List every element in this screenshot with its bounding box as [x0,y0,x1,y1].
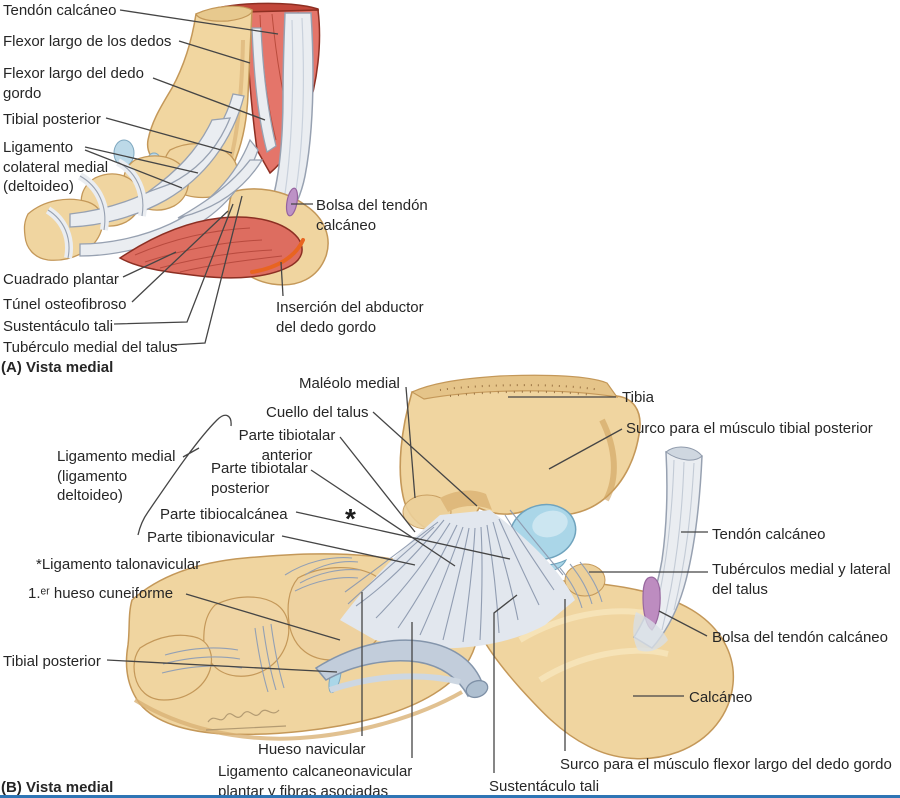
leader-lines [84,9,708,773]
label-cuello-talus: Cuello del talus [266,404,369,421]
label-tibial-posterior-a: Tibial posterior [3,111,101,128]
panel-b-illustration: * [125,374,735,760]
label-flexor-largo-dedos: Flexor largo de los dedos [3,33,172,50]
leader-cuello-talus [372,411,478,507]
bracket-ligamento-medial [137,414,232,536]
leader-tunel-osteofibroso [131,210,229,303]
label-tuberculo-medial: Tubérculo medial del talus [3,339,178,356]
leader-lig-colateral-a2 [84,149,183,189]
leader-tibiotalar-anterior [339,436,416,533]
leader-flexor-dedos-a [178,40,251,64]
leader-sustentaculo-a [113,203,234,325]
leader-flexor-gordo-a [152,77,266,121]
abductor-muscle-a [118,216,303,279]
label-insercion-abductor: Inserción del abductor del dedo gordo [276,299,424,336]
label-tibiotalar-anterior: Parte tibiotalar anterior [238,427,336,464]
label-tibiocalcanea: Parte tibiocalcánea [160,506,288,523]
leader-sustentaculo-b [493,594,518,773]
label-surco-flexor: Surco para el músculo flexor largo del d… [560,756,892,773]
leader-insercion-abductor [280,261,284,297]
label-tibionavicular: Parte tibionavicular [147,529,275,546]
label-ligamento-talonavicular: *Ligamento talonavicular [36,556,201,573]
caption-panel-a: (A) Vista medial [1,359,114,376]
label-ligamento-calcaneonavicular: Ligamento calcaneonavicular plantar y fi… [218,763,413,798]
leader-tibial-posterior-b [106,659,338,673]
label-ligamento-colateral: Ligamento colateral medial (deltoideo) [3,139,109,195]
label-bolsa-tendon-b: Bolsa del tendón calcáneo [712,629,888,646]
label-tibial-posterior-b: Tibial posterior [3,653,101,670]
leader-tendon-calcaneo-a [119,9,279,35]
label-calcaneo: Calcáneo [689,689,753,706]
calcaneal-bursa-a [285,187,299,217]
label-hueso-navicular: Hueso navicular [258,741,366,758]
leader-cuadrado-plantar [122,251,177,278]
label-surco-tibial-posterior: Surco para el músculo tibial posterior [626,420,873,437]
leader-cuneiforme [185,593,341,641]
leader-lig-colateral-a1 [84,146,199,174]
label-tunel-osteofibroso: Túnel osteofibroso [3,296,127,313]
abductor-insertion-a [250,238,305,274]
asterisk-marker: * [345,503,356,534]
leader-tuberculo-medial-a [170,195,243,346]
label-tibiotalar-posterior: Parte tibiotalar posterior [211,460,308,497]
label-tuberculos-talus: Tubérculos medial y lateral del talus [712,561,891,598]
leader-tibionavicular [281,535,416,566]
metatarsal-b [133,634,213,701]
leader-tibial-posterior-a [105,117,233,154]
label-sustentaculo-tali-b: Sustentáculo tali [489,778,600,795]
leader-tibiocalcanea [295,511,511,560]
talar-neck-b [440,490,492,512]
label-maleolo-medial: Maléolo medial [299,375,400,392]
tibia-cut-surface-b [410,374,619,400]
tendon-cut-stub-b [465,679,489,699]
bottom-rule [0,795,900,798]
label-tibia-b: Tibia [622,389,654,406]
label-sustentaculo-tali-a: Sustentáculo tali [3,318,114,335]
label-ligamento-medial: Ligamento medial (ligamento deltoideo) [57,448,176,504]
label-tendon-calcaneo-b: Tendón calcáneo [712,526,826,543]
caption-panel-b: (B) Vista medial [1,779,114,796]
label-tendon-calcaneo-a: Tendón calcáneo [3,2,117,19]
leader-maleolo-medial [405,386,416,499]
label-flexor-largo-dedo-gordo: Flexor largo del dedo gordo [3,65,144,102]
artist-signature [205,709,287,731]
leader-tibiotalar-posterior [310,469,456,567]
leader-bolsa-b [658,610,708,637]
label-cuadrado-plantar: Cuadrado plantar [3,271,119,288]
label-bolsa-tendon-a: Bolsa del tendón calcáneo [316,197,428,234]
leader-surco-tibial-posterior [548,428,623,470]
label-primer-cuneiforme: 1.ᵉʳ hueso cuneiforme [28,585,174,602]
